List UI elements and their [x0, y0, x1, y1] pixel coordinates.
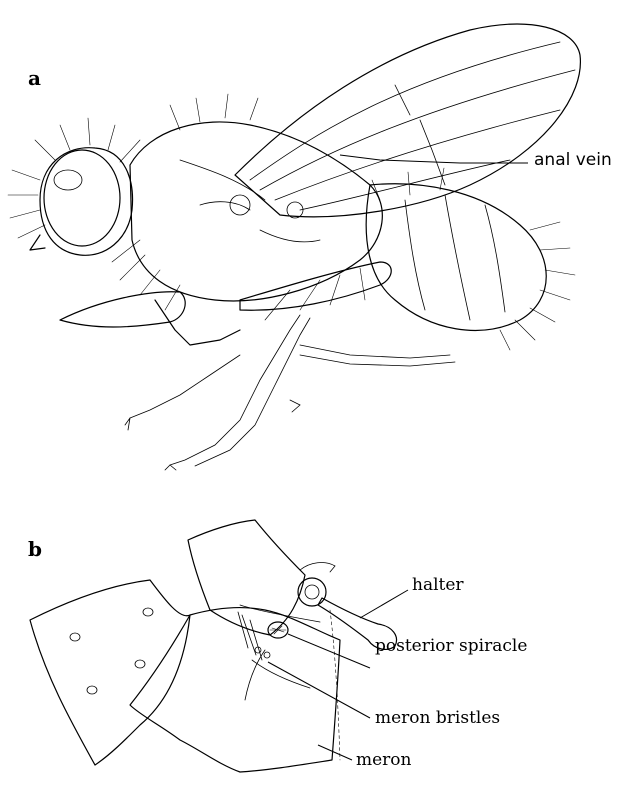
left-sclerite	[30, 580, 190, 765]
abdomen	[366, 184, 546, 331]
posterior-spiracle-leader	[288, 634, 370, 668]
wing	[235, 24, 580, 217]
bristles	[8, 94, 575, 350]
legs	[60, 262, 455, 470]
thorax	[130, 122, 382, 301]
halter-leader	[360, 590, 408, 618]
meron-bristles	[238, 612, 310, 700]
fly-illustration	[8, 24, 580, 470]
label-meron-bristles: meron bristles	[375, 708, 500, 728]
thorax-detail-illustration	[30, 520, 408, 772]
meron-plate	[130, 608, 340, 772]
upper-sclerite	[188, 520, 305, 635]
meron-leader	[318, 745, 352, 760]
panel-letter-b: b	[28, 537, 42, 561]
panel-letter-a: a	[28, 66, 41, 90]
label-halter: halter	[412, 575, 464, 595]
label-anal-vein: anal vein	[534, 150, 612, 170]
label-posterior-spiracle: posterior spiracle	[375, 636, 527, 656]
label-meron: meron	[356, 750, 412, 770]
head	[30, 148, 133, 256]
meron-bristles-leader	[268, 662, 370, 718]
